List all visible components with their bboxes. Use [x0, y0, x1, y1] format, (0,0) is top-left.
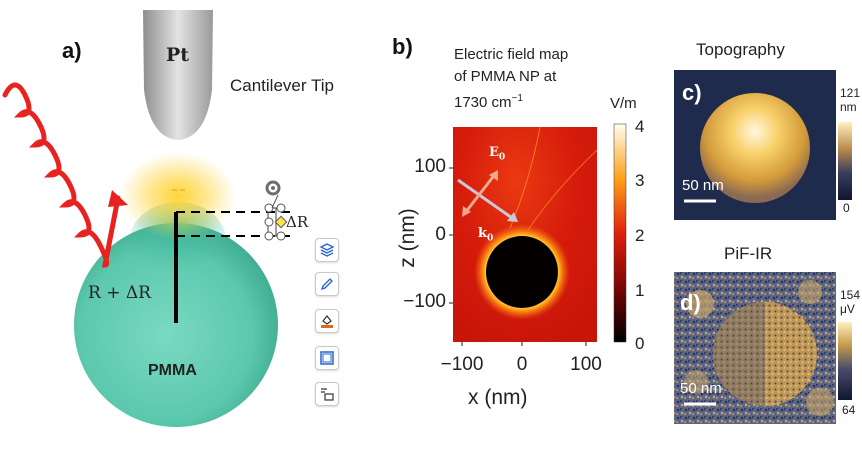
- field-map-title: Electric field map of PMMA NP at 1730 cm…: [454, 44, 568, 114]
- topography-scale-label: 50 nm: [682, 177, 724, 194]
- panel-a: a) Pt Cantilever Tip ΔR R + ΔR PMMA: [0, 0, 390, 462]
- topography-colorbar-min: 0: [843, 201, 850, 215]
- pif-ir-unit: μV: [840, 302, 855, 316]
- k-vector-subscript: 0: [487, 233, 494, 244]
- x-axis-label: x (nm): [468, 386, 528, 409]
- nanoparticle-disk: [486, 236, 558, 308]
- near-field-glow: [120, 152, 236, 240]
- y-tick-label: −100: [403, 291, 446, 312]
- colorbar-tick: 3: [635, 171, 645, 190]
- x-tick-label: 100: [570, 354, 602, 375]
- fill-icon: [321, 315, 333, 328]
- topography-colorbar: [838, 122, 852, 200]
- selection-handle[interactable]: [274, 215, 288, 229]
- x-tick-label: −100: [440, 354, 484, 375]
- selection-handle[interactable]: [264, 231, 274, 241]
- wavenumber-exponent: −1: [511, 93, 523, 104]
- x-tick-label: 0: [516, 354, 528, 375]
- afm-tip-shape: [143, 10, 213, 140]
- pif-ir-particle: [713, 302, 817, 406]
- selection-handle[interactable]: [276, 231, 286, 241]
- topography-colorbar-max: 121 nm: [840, 86, 860, 114]
- y-tick-label: 0: [435, 224, 446, 245]
- e-vector-arrow: [463, 172, 498, 214]
- layers-button[interactable]: [315, 238, 339, 262]
- pif-ir-colorbar-max: 154 μV: [840, 288, 860, 316]
- k-vector-symbol: k: [478, 226, 488, 241]
- pif-ir-colorbar: [838, 322, 852, 400]
- selection-handle[interactable]: [264, 217, 274, 227]
- radius-label: R + ΔR: [88, 283, 151, 303]
- layers-icon: [319, 243, 335, 257]
- selection-handle[interactable]: [264, 203, 274, 213]
- tip-label: Pt: [166, 44, 190, 66]
- topography-title: Topography: [696, 40, 785, 59]
- panel-b: b) Electric field map of PMMA NP at 1730…: [390, 0, 660, 462]
- pmma-sphere: [74, 223, 278, 427]
- colorbar: [613, 123, 627, 343]
- y-tick-label: 100: [414, 156, 446, 177]
- pif-ir-scale-label: 50 nm: [680, 380, 722, 397]
- e-vector-label: E0: [489, 145, 505, 163]
- laser-beam: [2, 82, 121, 268]
- field-map-title-line2: of PMMA NP at: [454, 68, 557, 85]
- k-vector-arrow: [457, 178, 516, 222]
- colorbar-tick: 0: [635, 334, 645, 353]
- panel-b-label: b): [392, 34, 413, 59]
- panel-a-label: a): [62, 38, 82, 63]
- colorbar-tick: 2: [635, 226, 645, 245]
- k-vector-label: k0: [478, 226, 493, 244]
- e-vector-subscript: 0: [498, 152, 506, 163]
- panel-d-label: d): [680, 290, 701, 315]
- selection-handle[interactable]: [276, 203, 286, 213]
- colorbar-tick: 1: [635, 281, 645, 300]
- delta-r-label: ΔR: [286, 213, 309, 231]
- alt-text-button[interactable]: [315, 382, 339, 406]
- fill-button[interactable]: [315, 309, 339, 333]
- topography-unit: nm: [840, 100, 857, 114]
- colorbar-tick: 4: [635, 117, 645, 136]
- wavenumber-text: 1730 cm: [454, 94, 512, 111]
- panel-a-illustration: [2, 10, 290, 427]
- field-map-plot: [449, 123, 627, 346]
- rotate-handle-icon[interactable]: [265, 180, 281, 196]
- e-vector-symbol: E: [489, 145, 499, 160]
- cantilever-tip-label: Cantilever Tip: [230, 76, 334, 95]
- pen-icon: [320, 278, 333, 291]
- colorbar-unit: V/m: [610, 95, 637, 112]
- pmma-label: PMMA: [148, 362, 197, 379]
- panel-d: PiF-IR: [660, 232, 862, 462]
- field-map-title-line1: Electric field map: [454, 46, 569, 63]
- pif-ir-image: [674, 272, 852, 424]
- pif-ir-max-value: 154: [840, 288, 861, 302]
- field-map-title-line3: 1730 cm−1: [454, 88, 568, 114]
- topography-image: [674, 70, 852, 220]
- topography-particle: [700, 93, 810, 203]
- topography-max-value: 121: [840, 86, 861, 100]
- alt-text-icon: [321, 388, 334, 401]
- pif-ir-colorbar-min: 64: [842, 403, 856, 417]
- y-axis-label: z (nm): [396, 208, 419, 268]
- laser-arrowhead: [108, 190, 128, 207]
- pen-button[interactable]: [315, 272, 339, 296]
- pif-ir-title: PiF-IR: [724, 244, 773, 263]
- frame-button[interactable]: [315, 346, 339, 370]
- panel-c-label: c): [682, 80, 702, 105]
- panel-c: Topography c) 50: [660, 0, 862, 232]
- frame-icon: [320, 351, 334, 365]
